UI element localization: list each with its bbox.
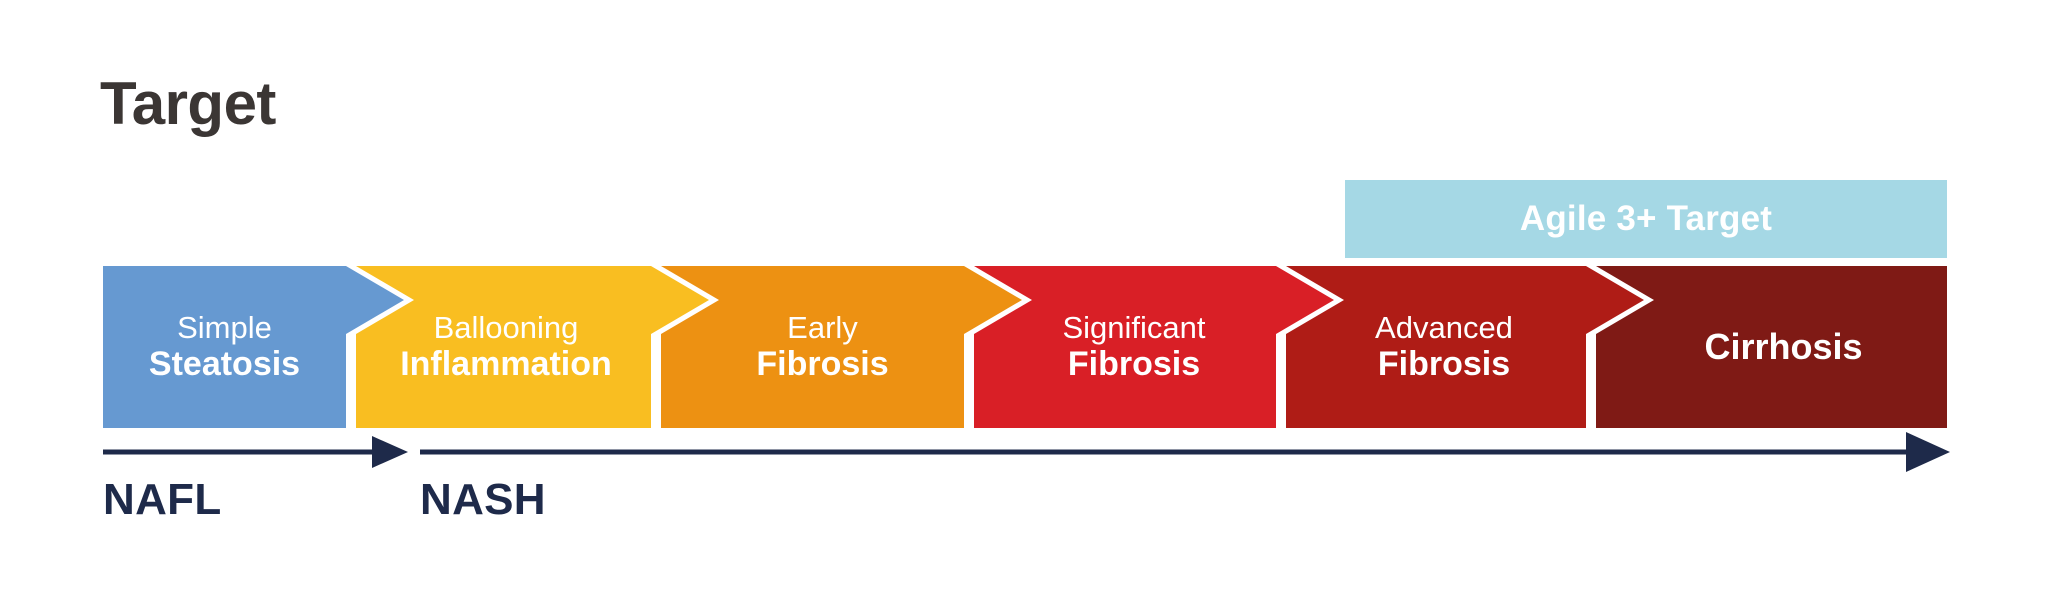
page-title: Target [100, 70, 276, 137]
agile-target-label: Agile 3+ Target [1519, 199, 1773, 238]
stage-shape-ballooning-inflammation [356, 266, 709, 428]
axis-label-nafl: NAFL [103, 475, 222, 524]
nafl-arrow-head [372, 436, 408, 468]
stage-shape-early-fibrosis [661, 266, 1022, 428]
stage-chevron-svg [103, 266, 1947, 428]
stage-shape-significant-fibrosis [974, 266, 1334, 428]
stage-shape-advanced-fibrosis [1286, 266, 1644, 428]
stage-shape-cirrhosis [1596, 266, 1947, 428]
agile-target-banner: Agile 3+ Target [1345, 180, 1947, 258]
stage-chevron-band: Simple Steatosis Ballooning Inflammation… [0, 266, 2048, 428]
stage-shape-simple-steatosis [103, 266, 404, 428]
axis-label-nash: NASH [420, 475, 546, 524]
nash-arrow-head [1906, 432, 1950, 472]
